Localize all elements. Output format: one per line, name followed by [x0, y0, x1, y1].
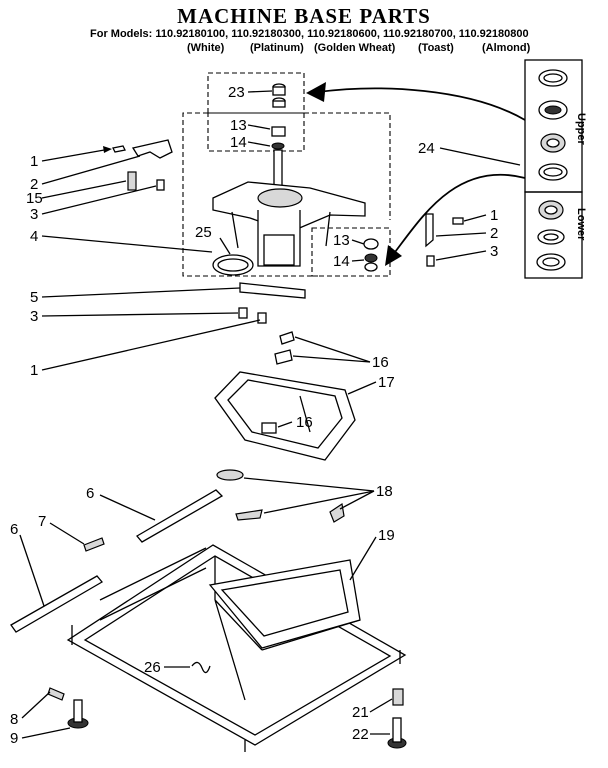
callout-1-right: 1	[490, 207, 498, 224]
diagram-title: MACHINE BASE PARTS	[177, 4, 431, 28]
callout-18: 18	[376, 483, 393, 500]
callout-17: 17	[378, 374, 395, 391]
callout-2: 2	[30, 176, 38, 193]
part-16-clip-top	[274, 331, 295, 365]
part-21-spacer	[392, 688, 404, 706]
part-5-bracket	[238, 282, 306, 324]
callout-14-right: 14	[333, 253, 350, 270]
callout-2-right: 2	[490, 225, 498, 242]
group-box-23	[207, 72, 305, 114]
color-label-toast: (Toast)	[418, 42, 454, 54]
callout-7: 7	[38, 513, 46, 530]
callout-14: 14	[230, 134, 247, 151]
callout-23: 23	[228, 84, 245, 101]
color-label-white: (White)	[187, 42, 225, 54]
part-22-foot	[387, 717, 407, 749]
bearing-kit-lower	[536, 200, 566, 271]
callout-13-right: 13	[333, 232, 350, 249]
part-18-pads	[216, 469, 345, 523]
upper-label: Upper	[575, 113, 587, 146]
leader-lines	[19, 90, 521, 739]
part-right-bracket	[425, 213, 464, 267]
group-box-main	[182, 112, 391, 277]
part-left-bracket	[112, 139, 173, 191]
callout-21: 21	[352, 704, 369, 721]
callout-15: 15	[26, 190, 43, 207]
callout-3: 3	[30, 206, 38, 223]
bearing-kit-box	[524, 59, 583, 279]
part-7-pin	[83, 537, 105, 552]
color-label-almond: (Almond)	[482, 42, 531, 54]
part-9-foot	[67, 699, 89, 729]
arrow-upper-kit	[306, 82, 526, 121]
part-23-nut	[272, 83, 286, 108]
part-19-base-frame	[66, 544, 407, 752]
part-4-gearcase-frame	[212, 181, 366, 267]
callout-8: 8	[10, 711, 18, 728]
lower-label: Lower	[575, 208, 587, 241]
part-13-14-bearing	[271, 126, 286, 150]
callout-24: 24	[418, 140, 435, 157]
part-13-14-right	[363, 238, 379, 272]
callout-1-lower: 1	[30, 362, 38, 379]
bearing-kit-upper	[538, 69, 568, 181]
part-26-spring	[191, 661, 211, 674]
part-25-ring	[212, 254, 254, 276]
callouts: 23 13 14 24 1 2 15 3 4 25 13 14 1 2 3 5 …	[10, 84, 498, 747]
callout-3-right: 3	[490, 243, 498, 260]
color-label-golden-wheat: (Golden Wheat)	[314, 42, 396, 54]
callout-13: 13	[230, 117, 247, 134]
group-box-13-14	[207, 112, 305, 152]
arrow-lower-kit	[385, 173, 526, 266]
models-line: For Models: 110.92180100, 110.92180300, …	[90, 28, 529, 40]
callout-5: 5	[30, 289, 38, 306]
callout-26: 26	[144, 659, 161, 676]
part-8-foot-bolt	[47, 687, 65, 701]
part-6-rail-left	[10, 575, 103, 633]
callout-1: 1	[30, 153, 38, 170]
group-box-13-14-right	[311, 227, 391, 277]
callout-16-lower: 16	[296, 414, 313, 431]
callout-3-lower: 3	[30, 308, 38, 325]
callout-6-left: 6	[10, 521, 18, 538]
callout-16: 16	[372, 354, 389, 371]
part-16-clip-bottom	[261, 422, 277, 434]
callout-22: 22	[352, 726, 369, 743]
callout-4: 4	[30, 228, 38, 245]
part-17-shield	[214, 371, 356, 461]
part-6-rail-top	[136, 489, 224, 543]
callout-6: 6	[86, 485, 94, 502]
callout-9: 9	[10, 730, 18, 747]
color-label-platinum: (Platinum)	[250, 42, 304, 54]
callout-25: 25	[195, 224, 212, 241]
callout-19: 19	[378, 527, 395, 544]
